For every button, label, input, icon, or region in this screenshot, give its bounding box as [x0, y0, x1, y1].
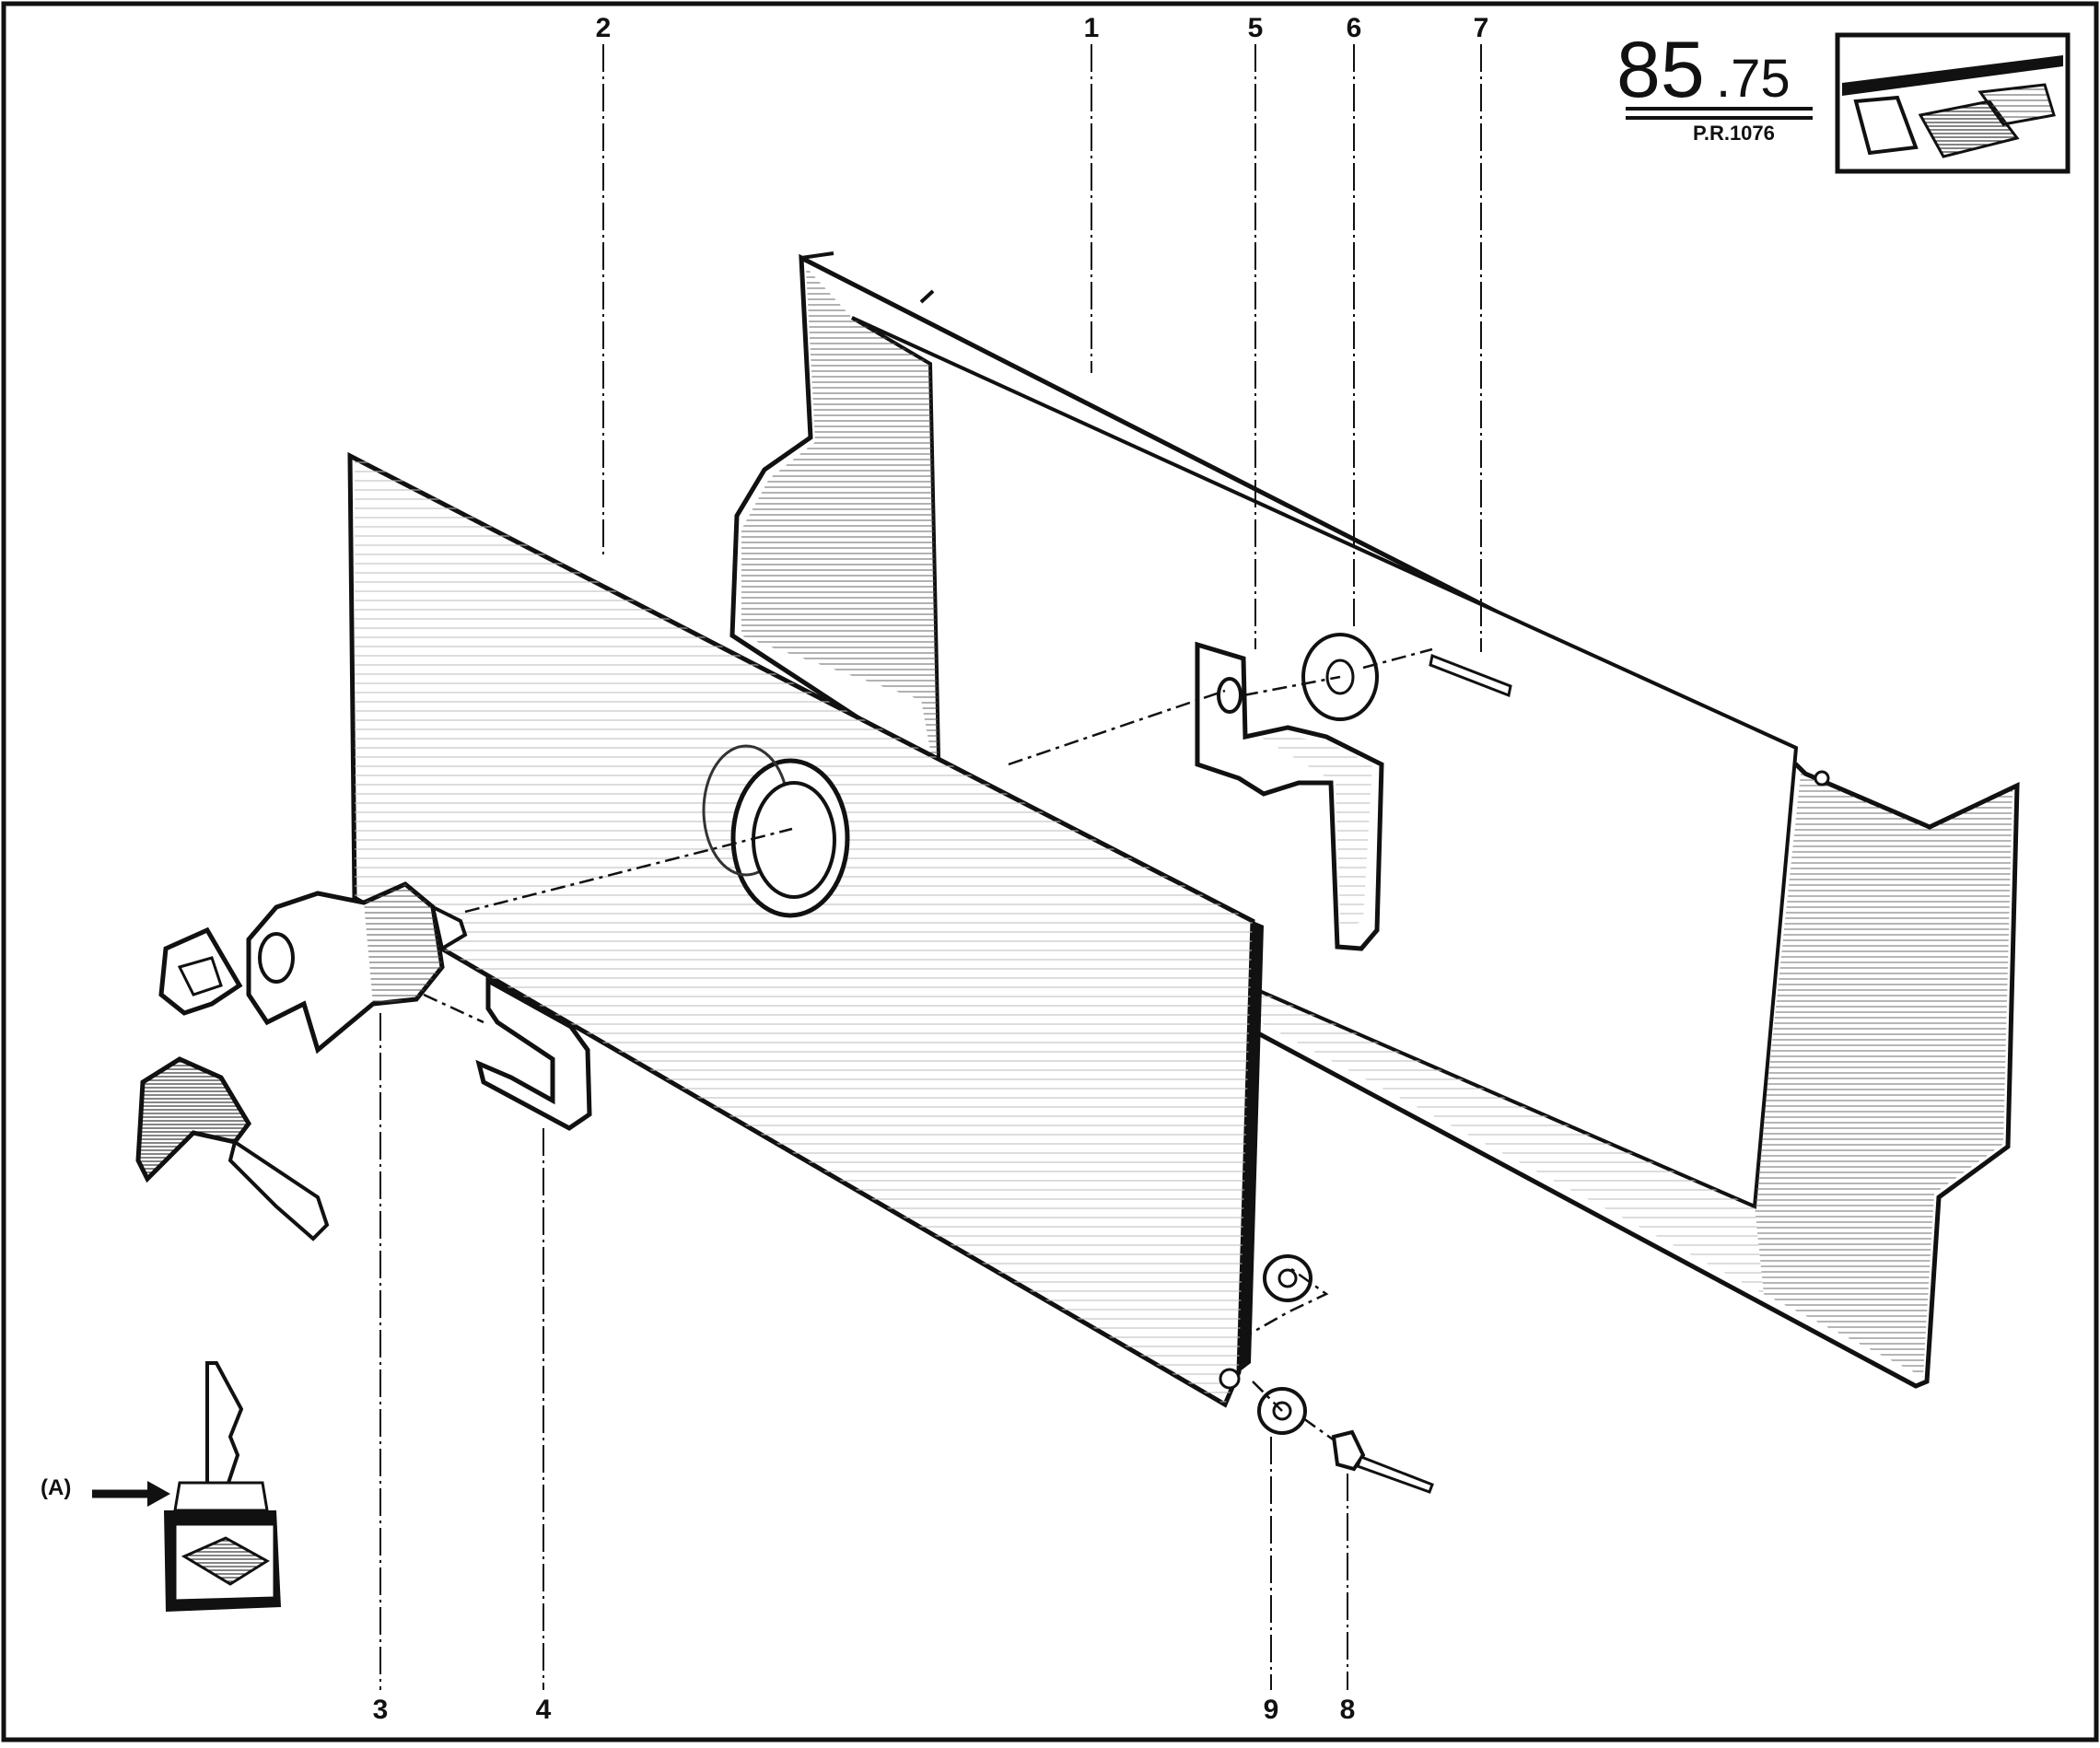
inset-label-a: (A) — [41, 1475, 72, 1500]
reference-number-minor: .75 — [1716, 49, 1791, 109]
reference-number-major: 85 — [1616, 26, 1705, 114]
callout-3: 3 — [372, 1695, 389, 1725]
part-2-cover — [347, 451, 1264, 1408]
callout-1: 1 — [1083, 13, 1100, 43]
callout-7: 7 — [1473, 13, 1489, 43]
callout-6: 6 — [1346, 13, 1362, 43]
reference-thumbnail — [1835, 32, 2071, 174]
part-8-rivet — [1331, 1429, 1434, 1494]
callout-8: 8 — [1339, 1695, 1356, 1725]
callout-2: 2 — [595, 13, 612, 43]
reference-code: P.R.1076 — [1693, 122, 1775, 145]
part-7-pin — [1429, 653, 1512, 698]
callout-5: 5 — [1247, 13, 1264, 43]
callout-9: 9 — [1263, 1695, 1279, 1725]
inset-key-detail — [92, 1361, 281, 1612]
part-9-washers — [1257, 1254, 1312, 1435]
part-3-lock — [135, 881, 468, 1241]
part-5-latch — [1195, 641, 1384, 951]
reference-number: 85 .75 — [1616, 26, 1838, 114]
part-4-clip — [475, 976, 592, 1131]
leader-lines — [379, 44, 1482, 1690]
callout-4: 4 — [535, 1695, 552, 1725]
assembly-lines — [423, 647, 1433, 1443]
